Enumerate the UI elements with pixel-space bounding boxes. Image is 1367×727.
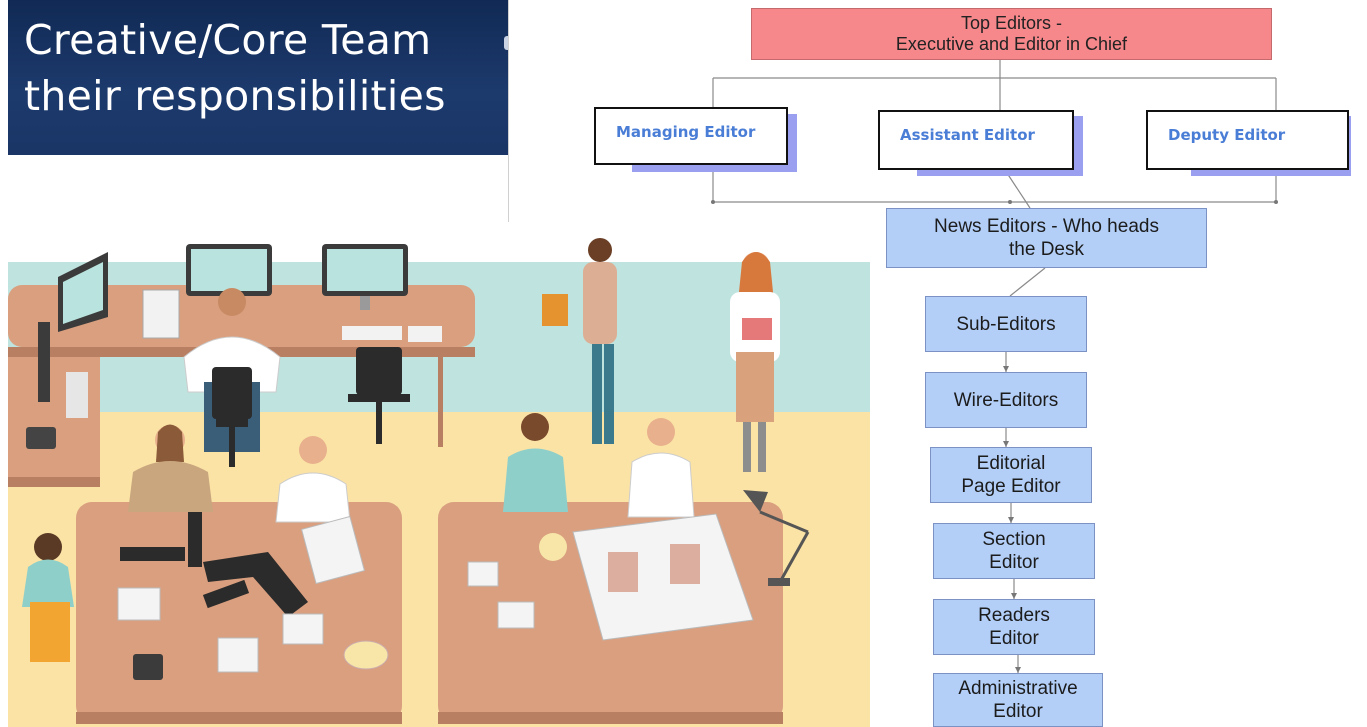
editorial-page-editor-box: Editorial Page Editor xyxy=(930,447,1092,503)
news-editors-box: News Editors - Who heads the Desk xyxy=(886,208,1207,268)
section-editor-line-1: Section xyxy=(982,529,1046,550)
title-line-1: Creative/Core Team xyxy=(24,16,432,64)
readers-editor-box: Readers Editor xyxy=(933,599,1095,655)
editorial-page-editor-line-1: Editorial xyxy=(976,453,1046,474)
title-banner: Creative/Core Team their responsibilitie… xyxy=(8,0,508,155)
administrative-editor-box: Administrative Editor xyxy=(933,673,1103,727)
section-editor-line-2: Editor xyxy=(989,552,1039,573)
top-editors-line-2: Executive and Editor in Chief xyxy=(895,34,1128,54)
assistant-editor-box: Assistant Editor xyxy=(878,110,1074,170)
assistant-editor-label: Assistant Editor xyxy=(900,126,1035,144)
top-editors-box: Top Editors - Executive and Editor in Ch… xyxy=(751,8,1272,60)
news-editors-line-2: the Desk xyxy=(1009,239,1084,260)
sub-editors-line-1: Sub-Editors xyxy=(956,313,1056,335)
managing-editor-box: Managing Editor xyxy=(594,107,788,165)
readers-editor-line-1: Readers xyxy=(978,605,1050,626)
readers-editor-line-2: Editor xyxy=(989,628,1039,649)
title-line-2: their responsibilities xyxy=(24,72,446,120)
top-editors-line-1: Top Editors - xyxy=(960,13,1063,33)
newsroom-illustration xyxy=(8,222,870,727)
section-editor-box: Section Editor xyxy=(933,523,1095,579)
sub-editors-box: Sub-Editors xyxy=(925,296,1087,352)
deputy-editor-label: Deputy Editor xyxy=(1168,126,1286,144)
administrative-editor-line-1: Administrative xyxy=(958,678,1078,699)
news-editors-line-1: News Editors - Who heads xyxy=(934,216,1159,237)
managing-editor-label: Managing Editor xyxy=(616,123,756,141)
wire-editors-box: Wire-Editors xyxy=(925,372,1087,428)
title-overflow-glyph xyxy=(504,36,508,50)
administrative-editor-line-2: Editor xyxy=(993,701,1043,722)
wire-editors-line-1: Wire-Editors xyxy=(953,389,1059,411)
deputy-editor-box: Deputy Editor xyxy=(1146,110,1349,170)
editorial-page-editor-line-2: Page Editor xyxy=(961,476,1061,497)
